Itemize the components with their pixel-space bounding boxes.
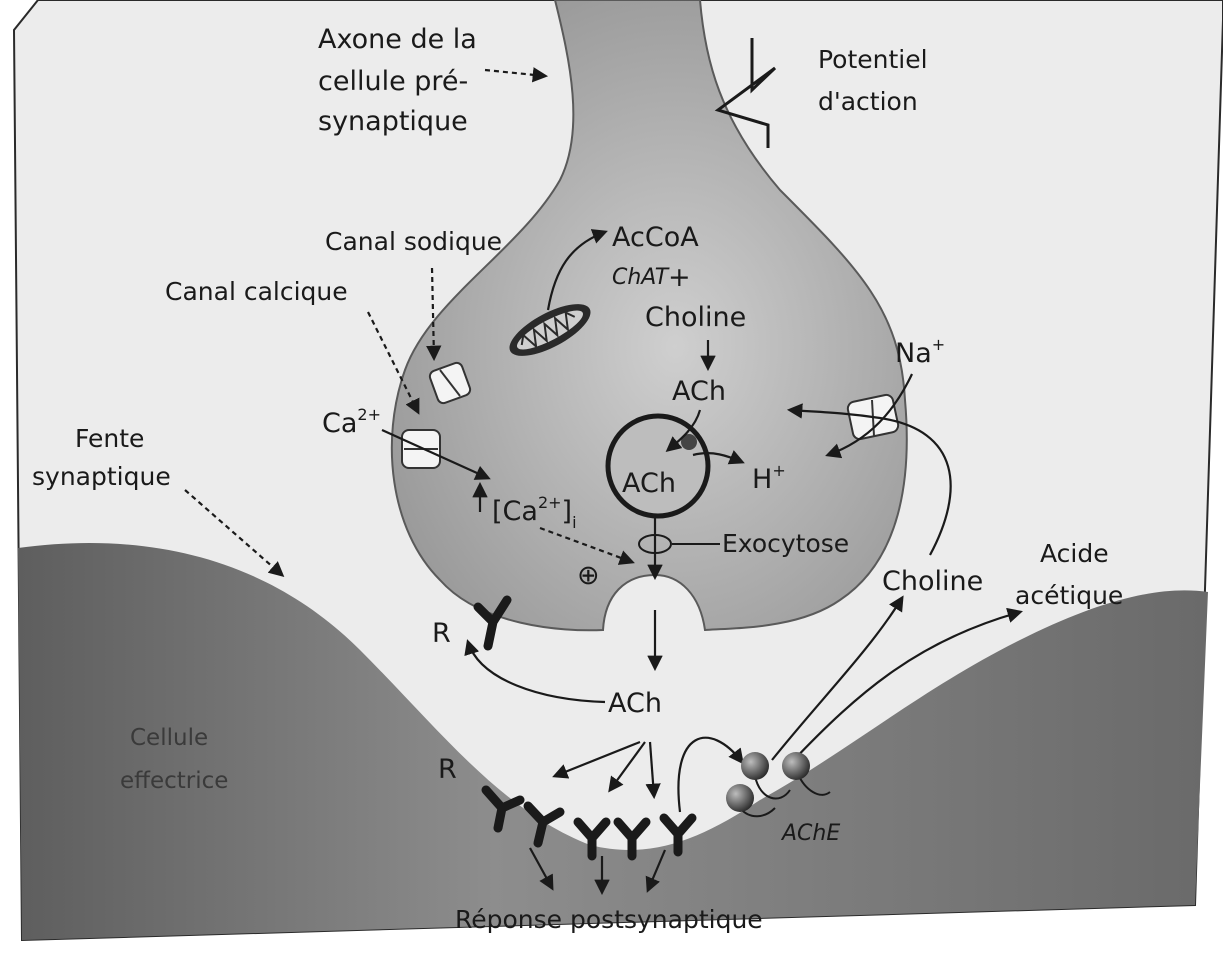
accoa-label: AcCoA	[612, 222, 699, 253]
calcium-channel	[402, 430, 440, 468]
axon-label-line1: Axone de la	[318, 24, 477, 55]
sodium-channel-label: Canal sodique	[325, 227, 502, 256]
calcium-channel-label: Canal calcique	[165, 277, 348, 306]
effector-cell-label-line1: Cellule	[130, 725, 208, 751]
ache-label: AChE	[780, 821, 840, 846]
choline-top-label: Choline	[645, 302, 746, 333]
acetic-acid-label-line1: Acide	[1040, 539, 1109, 568]
action-potential-label-line2: d'action	[818, 87, 918, 116]
synaptic-cleft-label-line1: Fente	[75, 424, 144, 453]
axon-label-line3: synaptique	[318, 106, 468, 137]
ca-internal-label: [Ca2+]i	[492, 493, 577, 532]
response-label: Réponse postsynaptique	[455, 905, 763, 934]
chat-plus: +	[668, 262, 691, 293]
chat-label: ChAT	[612, 265, 670, 290]
acetic-acid-label-line2: acétique	[1015, 581, 1123, 610]
synaptic-vesicle	[608, 416, 708, 516]
ach-cleft-label: ACh	[608, 688, 662, 719]
ach-vesicle-label: ACh	[622, 468, 676, 499]
receptor-pre-label: R	[432, 618, 451, 649]
axon-label-line2: cellule pré-	[318, 66, 468, 97]
action-potential-label-line1: Potentiel	[818, 45, 928, 74]
ach-upper-label: ACh	[672, 376, 726, 407]
synaptic-cleft-label-line2: synaptique	[32, 462, 171, 491]
oplus-symbol: ⊕	[577, 560, 600, 591]
choline-right-label: Choline	[882, 566, 983, 597]
effector-cell-label-line2: effectrice	[120, 768, 228, 794]
receptor-post-label: R	[438, 754, 457, 785]
exocytosis-label: Exocytose	[722, 529, 849, 558]
